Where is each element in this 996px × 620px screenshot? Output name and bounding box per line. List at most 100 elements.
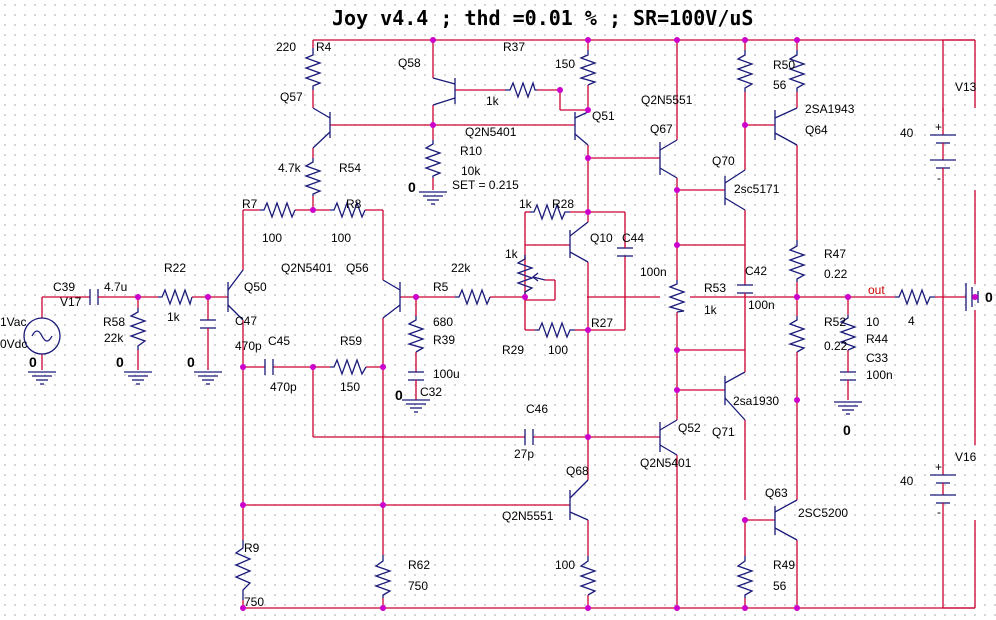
transistor-q71 xyxy=(724,350,746,421)
label-2sa1930: 2sa1930 xyxy=(733,394,779,408)
label-r7: R7 xyxy=(242,197,258,211)
label-source-ac: 1Vac xyxy=(0,315,26,329)
label-c42-left-value: 100n xyxy=(640,265,667,279)
label-v17: V17 xyxy=(60,295,82,309)
label-q52: Q52 xyxy=(678,421,701,435)
label-r52: R52 xyxy=(824,315,846,329)
label-r58: R58 xyxy=(103,315,125,329)
label-q51: Q51 xyxy=(592,109,615,123)
label-r-out-value: 4 xyxy=(908,314,915,328)
resistor-150-top xyxy=(578,50,597,86)
label-r22-value: 1k xyxy=(167,310,181,324)
label-r27: R27 xyxy=(591,316,613,330)
label-r39: R39 xyxy=(433,333,455,347)
label-r39-value: 680 xyxy=(433,315,453,329)
label-r37-value: 1k xyxy=(486,94,500,108)
transistor-q58 xyxy=(432,77,456,106)
transistor-q56 xyxy=(382,279,401,319)
resistor-r50-right xyxy=(788,50,806,92)
label-r8-value: 100 xyxy=(331,231,351,245)
label-r59-value: 150 xyxy=(340,380,360,394)
label-c44: C44 xyxy=(622,231,644,245)
resistor-pot xyxy=(516,255,534,297)
label-q71: Q71 xyxy=(712,425,735,439)
label-c39-value: 4.7u xyxy=(104,280,127,294)
capacitor-c46 xyxy=(524,429,534,445)
label-c42-value: 100n xyxy=(748,298,775,312)
resistor-r54 xyxy=(304,158,322,196)
transistor-q50 xyxy=(227,269,244,321)
label-r4: R4 xyxy=(316,40,332,54)
transistor-q70 xyxy=(724,169,746,211)
label-q68: Q68 xyxy=(566,464,589,478)
ground-symbol-r10 xyxy=(418,191,448,205)
label-q57: Q57 xyxy=(280,90,303,104)
resistor-r47 xyxy=(788,240,806,282)
label-r37: R37 xyxy=(503,40,525,54)
resistor-r59 xyxy=(330,358,367,376)
label-q50: Q50 xyxy=(244,280,267,294)
label-r28: R28 xyxy=(552,197,574,211)
label-r54: R54 xyxy=(339,161,361,175)
label-c42: C42 xyxy=(745,264,767,278)
junctions xyxy=(135,37,978,611)
capacitor-c33 xyxy=(840,370,856,382)
ground-symbol-c47 xyxy=(193,371,223,385)
label-r10: R10 xyxy=(460,144,482,158)
label-2sc5171: 2sc5171 xyxy=(734,182,780,196)
label-v16-value: 40 xyxy=(900,474,914,488)
resistor-r8 xyxy=(330,201,366,219)
battery-v13: + - xyxy=(930,40,956,297)
resistor-r44 xyxy=(839,315,857,351)
ac-source-v17 xyxy=(23,317,61,355)
transistor-q57 xyxy=(312,107,331,149)
label-r5-value: 22k xyxy=(451,261,471,275)
label-ground-0-b: 0 xyxy=(116,354,124,370)
label-r49-value: 56 xyxy=(773,579,787,593)
label-c32-value: 100u xyxy=(433,367,460,381)
label-r9-value: 750 xyxy=(244,595,264,609)
ground-symbol-r58 xyxy=(123,371,153,385)
ground-symbol-v17 xyxy=(27,371,57,385)
capacitor-c32 xyxy=(408,371,424,382)
resistor-r4 xyxy=(304,48,322,90)
label-c45-value: 470p xyxy=(270,380,297,394)
label-v13: V13 xyxy=(955,80,977,94)
label-r44: R44 xyxy=(866,332,888,346)
label-source-dc: 0Vdc xyxy=(0,337,27,351)
components: + - + - xyxy=(23,39,979,609)
resistor-r37 xyxy=(505,80,537,99)
svg-text:-: - xyxy=(937,171,941,185)
label-ground-0-c: 0 xyxy=(187,354,195,370)
svg-text:+: + xyxy=(935,120,942,134)
label-c32: C32 xyxy=(420,385,442,399)
label-r59: R59 xyxy=(340,334,362,348)
resistor-r5 xyxy=(455,288,491,306)
label-q64: Q64 xyxy=(805,123,828,137)
label-r53-value: 1k xyxy=(704,303,718,317)
label-c47-value: 470p xyxy=(235,339,262,353)
svg-text:+: + xyxy=(935,460,942,474)
transistor-q51 xyxy=(574,111,589,146)
label-r47-value: 0.22 xyxy=(824,267,848,281)
label-q2n5551-a: Q2N5551 xyxy=(641,93,693,107)
resistor-r29 xyxy=(535,321,575,339)
label-2sc5200: 2SC5200 xyxy=(798,506,848,520)
battery-v16: + - xyxy=(930,297,975,609)
label-q2n5401-a: Q2N5401 xyxy=(465,125,517,139)
label-r62-value: 750 xyxy=(408,579,428,593)
resistor-r9 xyxy=(234,540,252,600)
transistor-q10 xyxy=(569,212,589,263)
label-ground-0-e: 0 xyxy=(395,387,403,403)
label-q10: Q10 xyxy=(590,231,613,245)
label-r28-value: 1k xyxy=(519,197,533,211)
resistor-r53 xyxy=(667,280,686,313)
labels: 220 R4 Q57 4.7k R54 Q58 R37 1k R10 10k S… xyxy=(0,40,993,609)
label-c39: C39 xyxy=(53,280,75,294)
label-v13-value: 40 xyxy=(900,126,914,140)
label-r44-value: 10 xyxy=(866,315,880,329)
ground-symbol-c32 xyxy=(401,399,431,413)
label-r22: R22 xyxy=(164,261,186,275)
label-c33: C33 xyxy=(866,351,888,365)
